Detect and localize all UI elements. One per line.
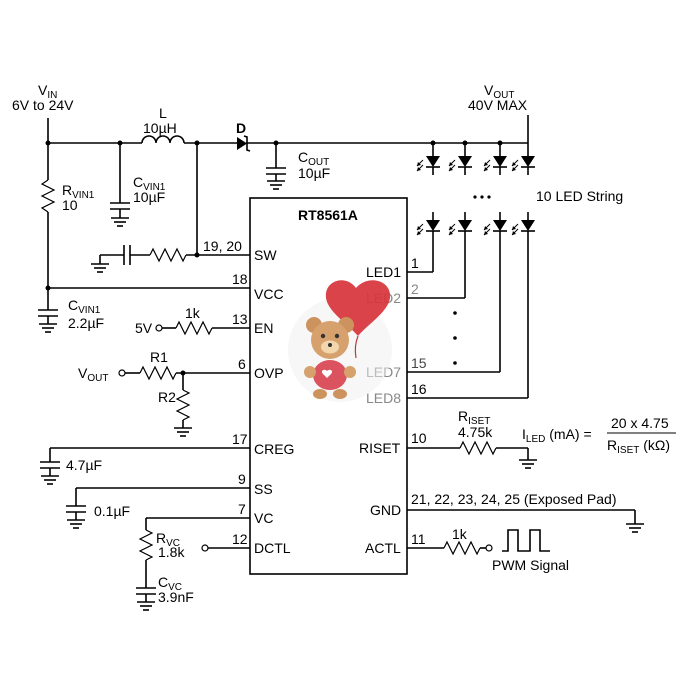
ss-cap: 0.1µF [94,503,130,519]
pin-num-vcc: 18 [232,271,248,287]
diode-name: D [236,120,246,136]
actl-res: 1k [452,526,468,542]
formula-numerator: 20 x 4.75 [611,415,669,431]
pin-num-ss: 9 [238,471,246,487]
cout-name: COUT [298,149,329,168]
dctl-pin-wire [201,544,250,552]
pin-num-sw: 19, 20 [203,238,242,254]
pin-label-en: EN [254,320,273,336]
en-network [155,320,250,336]
pin-num-led1: 1 [411,255,419,271]
ovp-network [118,365,250,437]
creg-network [40,447,250,485]
cvin1-top-value: 10µF [133,189,165,205]
led-array [407,143,536,399]
pin-num-gnd: 21, 22, 23, 24, 25 (Exposed Pad) [411,491,616,507]
rvc-name: RVC [156,530,180,549]
pin-num-en: 13 [232,311,248,327]
ovp-source: VOUT [78,365,108,384]
capacitor-cvin1-top [110,143,130,227]
riset-name: RISET [458,408,490,427]
pin-num-led2: 2 [411,281,419,297]
pin-label-actl: ACTL [365,540,401,556]
capacitor-cout [266,143,286,190]
ss-network [66,487,250,529]
inductor-name: L [159,105,167,121]
rvc-value: 1.8k [158,544,185,560]
cvin1-top-name: CVIN1 [133,174,166,193]
pin-num-led7: 15 [411,355,427,371]
cout-value: 10µF [298,165,330,181]
vin-range: 6V to 24V [12,97,74,113]
pin-label-riset: RISET [359,440,401,456]
rvin1-value: 10 [62,197,78,213]
pin-label-creg: CREG [254,441,294,457]
gnd-pin-wire [407,509,645,533]
en-res: 1k [185,305,201,321]
riset-value: 4.75k [458,424,493,440]
pwm-signal-label: PWM Signal [492,557,569,573]
pin-num-actl: 11 [411,531,426,547]
formula-denominator: RISET (kΩ) [607,437,670,456]
pin-label-dctl: DCTL [254,540,291,556]
pin-num-led8: 16 [411,381,427,397]
rvin1-name: RVIN1 [62,182,95,201]
pin-num-riset: 10 [411,430,427,446]
actl-network [407,529,550,556]
snubber-network [90,143,250,273]
creg-cap: 4.7µF [66,457,102,473]
cvc-name: CVC [158,574,182,593]
pin-label-gnd: GND [370,502,401,518]
formula-lhs: ILED (mA) = [522,426,592,445]
pin-num-creg: 17 [232,431,248,447]
resistor-rvin1 [40,179,56,213]
pin-num-ovp: 6 [238,356,246,372]
riset-network [407,440,538,469]
pwm-waveform-icon [502,529,550,552]
pin-label-vcc: VCC [254,286,284,302]
ovp-r1: R1 [150,349,168,365]
cvc-value: 3.9nF [158,589,194,605]
ovp-r2: R2 [158,389,176,405]
pin-num-dctl: 12 [232,531,248,547]
inductor-value: 10µH [143,120,177,136]
led-string-label: 10 LED String [536,188,623,204]
teddy-bear-icon [288,280,392,402]
capacitor-cvin1-bottom [38,309,58,333]
top-rail [48,135,528,144]
inductor-l [141,135,185,144]
en-supply: 5V [135,320,153,336]
pin-num-vc: 7 [238,501,246,517]
pin-label-sw: SW [254,247,277,263]
pin-label-led1: LED1 [366,264,401,280]
vin-label: VIN [38,82,57,101]
pin-label-ovp: OVP [254,365,284,381]
vout-max: 40V MAX [468,97,528,113]
pin-label-vc: VC [254,510,273,526]
pin-label-led8: LED8 [366,390,401,406]
vout-label: VOUT [484,82,514,101]
cvin1-bottom-name: CVIN1 [68,297,101,316]
ic-name: RT8561A [298,207,358,223]
pin-label-ss: SS [254,481,273,497]
vc-network [136,517,250,611]
diode-d [237,135,251,152]
cvin1-bottom-value: 2.2µF [68,315,104,331]
